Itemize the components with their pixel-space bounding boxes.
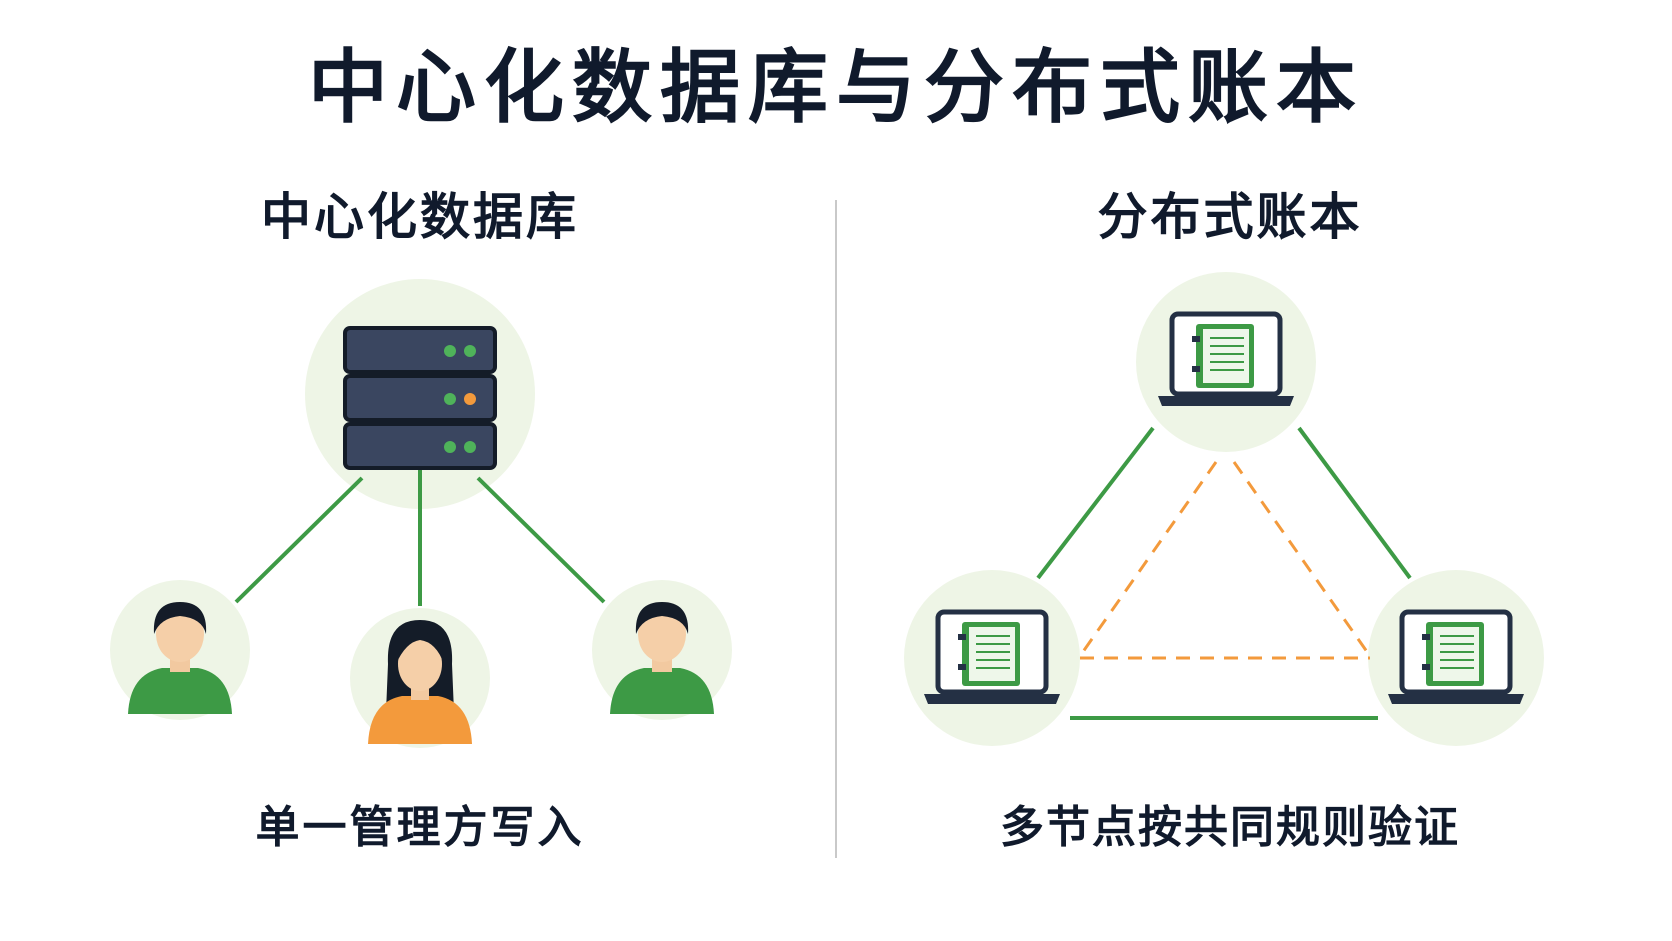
consensus-link (1078, 461, 1218, 657)
consensus-link (1232, 461, 1372, 657)
connection-line (234, 476, 364, 604)
distributed-heading: 分布式账本 (1097, 188, 1363, 246)
laptop-ledger-icon (1158, 314, 1294, 406)
laptop-ledger-icon (924, 612, 1060, 704)
peer-link (1297, 426, 1412, 580)
server-rack-icon (343, 326, 497, 470)
peer-link (1036, 426, 1155, 580)
laptop-ledger-icon (1388, 612, 1524, 704)
centralized-caption: 单一管理方写入 (255, 802, 585, 853)
distributed-caption: 多节点按共同规则验证 (1000, 802, 1460, 853)
page-title: 中心化数据库与分布式账本 (308, 41, 1364, 134)
connection-line (476, 476, 606, 604)
centralized-heading: 中心化数据库 (261, 188, 579, 246)
